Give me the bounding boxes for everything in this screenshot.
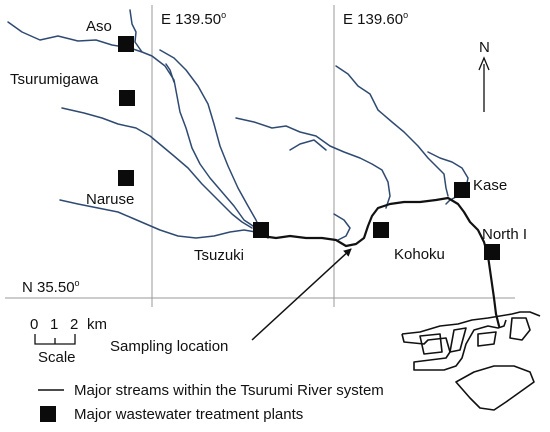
pier-inner-3 xyxy=(477,331,497,347)
scale-tick-0: 0 xyxy=(30,316,38,333)
tsurumi-main-river xyxy=(260,196,501,328)
plant-north-i-marker xyxy=(484,244,500,260)
longitude-label-1: E 139.50o xyxy=(161,10,226,28)
tributary-streams xyxy=(7,9,469,241)
scale-bar: 0 1 2 km Scale xyxy=(30,316,107,366)
scale-unit: km xyxy=(87,316,107,333)
stream-northwest xyxy=(7,21,269,239)
plant-labels: Aso Tsurumigawa Naruse Tsuzuki Kohoku Ka… xyxy=(10,18,527,264)
plant-label-naruse: Naruse xyxy=(86,191,134,208)
scale-tick-2: 2 xyxy=(70,316,78,333)
plant-label-aso: Aso xyxy=(86,18,112,35)
stream-east-small xyxy=(289,139,327,151)
north-label: N xyxy=(479,39,490,56)
pier-east xyxy=(509,317,531,341)
pier-inner-1 xyxy=(419,333,443,355)
legend-plant-icon xyxy=(40,406,56,422)
legend: Major streams within the Tsurumi River s… xyxy=(38,382,384,423)
scale-label: Scale xyxy=(38,349,76,366)
plant-label-tsurumigawa: Tsurumigawa xyxy=(10,71,99,88)
legend-stream-label: Major streams within the Tsurumi River s… xyxy=(74,382,384,399)
plant-kase-marker xyxy=(454,182,470,198)
stream-aso xyxy=(165,63,175,83)
offshore-island xyxy=(455,365,535,411)
plant-tsuzuki-marker xyxy=(253,222,269,238)
stream-kase xyxy=(427,151,469,205)
latitude-label: N 35.50o xyxy=(22,278,80,296)
coastline xyxy=(401,311,541,335)
north-arrow: N xyxy=(478,39,490,112)
stream-center-loop xyxy=(333,213,351,241)
stream-west-naruse xyxy=(59,199,257,239)
plant-label-north-i: North I xyxy=(482,226,527,243)
plant-aso-marker xyxy=(118,36,134,52)
plant-label-kohoku: Kohoku xyxy=(394,246,445,263)
longitude-label-2: E 139.60o xyxy=(343,10,408,28)
sampling-arrow-icon xyxy=(251,248,352,341)
treatment-plants xyxy=(118,36,500,260)
plant-naruse-marker xyxy=(118,170,134,186)
stream-east-upper xyxy=(235,117,391,209)
pier-outline xyxy=(401,319,507,371)
coastline-port xyxy=(401,311,541,411)
legend-plant-label: Major wastewater treatment plants xyxy=(74,406,303,423)
plant-tsurumigawa-marker xyxy=(119,90,135,106)
sampling-label: Sampling location xyxy=(110,338,228,355)
sampling-location: Sampling location xyxy=(110,248,352,355)
stream-northwest-branch xyxy=(129,9,143,53)
stream-west-tsurumigawa xyxy=(61,107,253,229)
stream-north-east xyxy=(335,65,449,197)
plant-kohoku-marker xyxy=(373,222,389,238)
plant-label-tsuzuki: Tsuzuki xyxy=(194,247,244,264)
scale-bar-icon xyxy=(34,334,76,345)
stream-north-center xyxy=(159,49,263,235)
scale-tick-1: 1 xyxy=(50,316,58,333)
plant-label-kase: Kase xyxy=(473,177,507,194)
pier-inner-2 xyxy=(449,327,467,353)
